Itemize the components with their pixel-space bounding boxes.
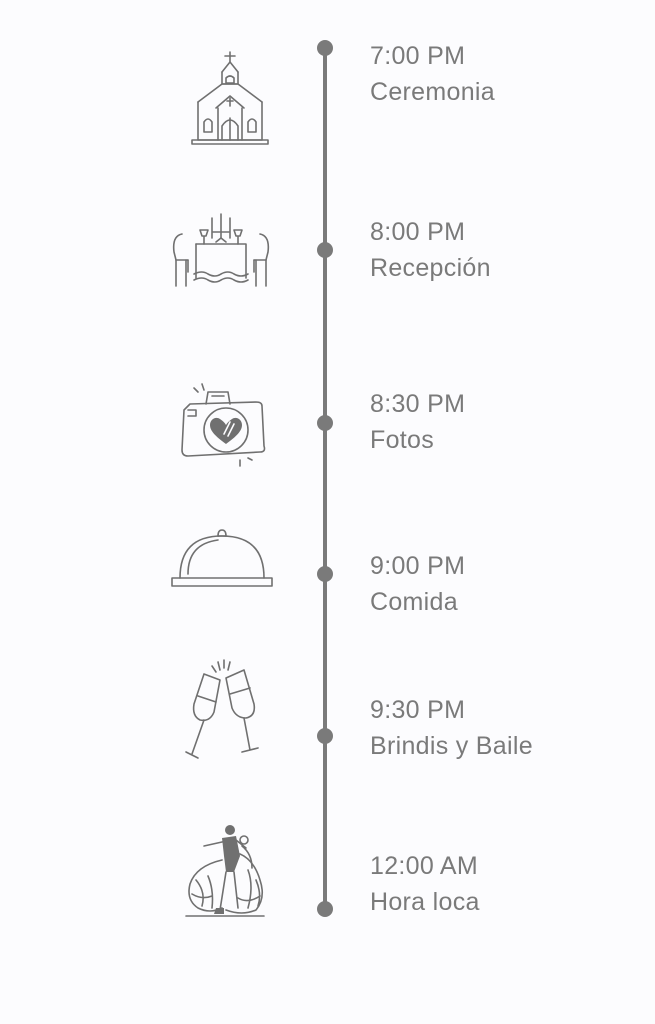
dinner-table-icon (168, 212, 274, 292)
food-cloche-icon (168, 526, 276, 592)
camera-heart-icon (178, 380, 270, 468)
timeline-line (323, 48, 327, 910)
timeline-event: 7:00 PM Ceremonia (370, 38, 495, 110)
event-time: 7:00 PM (370, 42, 466, 70)
timeline-dot (317, 242, 333, 258)
event-label: Recepción (370, 254, 491, 282)
event-time: 8:00 PM (370, 218, 466, 246)
event-label: Brindis y Baile (370, 732, 533, 760)
timeline-event: 8:30 PM Fotos (370, 386, 465, 458)
event-time: 9:30 PM (370, 696, 466, 724)
event-label: Ceremonia (370, 78, 495, 106)
dancing-couple-icon (182, 820, 268, 920)
event-time: 9:00 PM (370, 552, 466, 580)
timeline-dot (317, 566, 333, 582)
timeline-event: 12:00 AM Hora loca (370, 848, 480, 920)
event-label: Hora loca (370, 888, 480, 916)
church-icon (188, 50, 272, 146)
timeline-dot (317, 728, 333, 744)
timeline-dot (317, 901, 333, 917)
timeline-event: 9:30 PM Brindis y Baile (370, 692, 533, 764)
timeline-dot (317, 415, 333, 431)
champagne-toast-icon (184, 656, 264, 766)
timeline-event: 9:00 PM Comida (370, 548, 465, 620)
event-label: Comida (370, 588, 458, 616)
event-time: 8:30 PM (370, 390, 466, 418)
event-time: 12:00 AM (370, 852, 479, 880)
timeline-event: 8:00 PM Recepción (370, 214, 491, 286)
timeline-dot (317, 40, 333, 56)
event-label: Fotos (370, 426, 435, 454)
